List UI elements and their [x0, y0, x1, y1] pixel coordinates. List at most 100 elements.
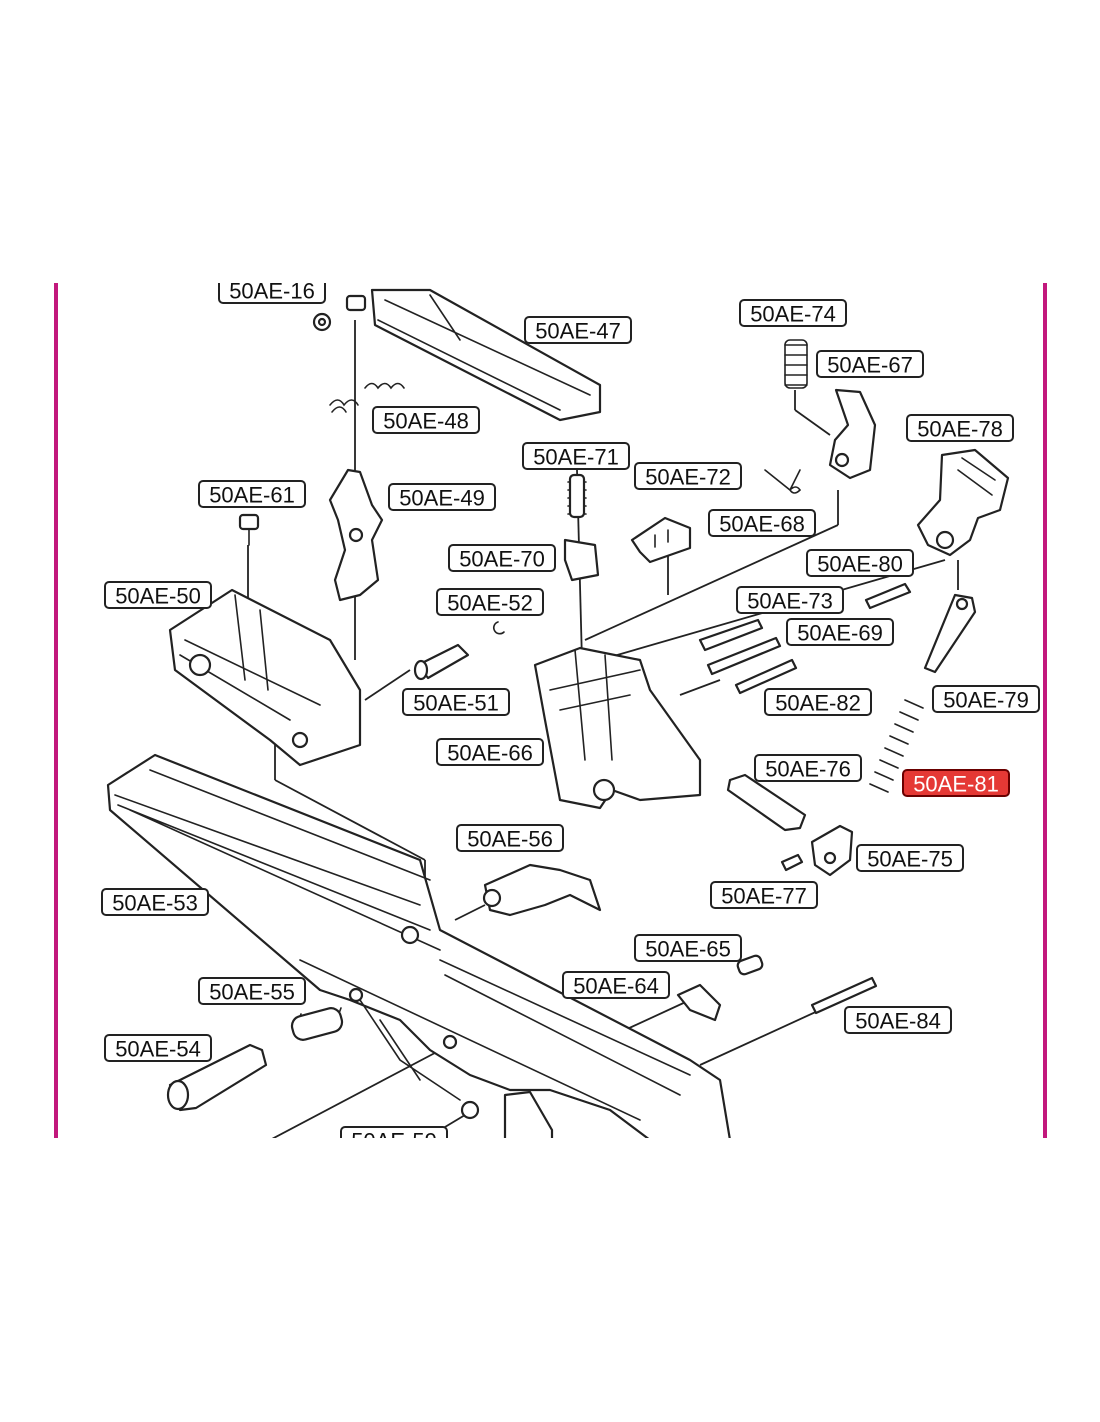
label-50ae-65: 50AE-65 — [634, 934, 742, 962]
part-50AE-53-frame — [106, 753, 731, 1138]
part-50AE-72-plate — [630, 516, 692, 564]
label-50ae-74: 50AE-74 — [739, 299, 847, 327]
part-50AE-75-77-catch — [780, 824, 854, 877]
label-text: 50AE-84 — [855, 1009, 941, 1034]
part-50AE-48-springs — [329, 382, 405, 413]
label-50ae-70: 50AE-70 — [448, 544, 556, 572]
label-text: 50AE-54 — [115, 1037, 201, 1062]
label-text: 50AE-77 — [721, 884, 807, 909]
part-50AE-65-screw — [736, 954, 764, 976]
label-text: 50AE-78 — [917, 417, 1003, 442]
part-50AE-51-pin — [413, 643, 470, 681]
label-box — [806, 549, 914, 577]
label-box — [104, 1034, 212, 1062]
label-box — [856, 844, 964, 872]
label-box — [436, 588, 544, 616]
label-50ae-51: 50AE-51 — [402, 688, 510, 716]
label-50ae-48: 50AE-48 — [372, 406, 480, 434]
label-box — [402, 688, 510, 716]
label-text: 50AE-53 — [112, 891, 198, 916]
part-50AE-70-block — [563, 538, 600, 582]
label-text: 50AE-56 — [467, 827, 553, 852]
label-box — [522, 442, 630, 470]
label-text: 50AE-16 — [229, 279, 315, 304]
label-text: 50AE-72 — [645, 465, 731, 490]
label-box — [708, 509, 816, 537]
label-box — [736, 586, 844, 614]
part-50AE-66-hammer-housing — [533, 646, 702, 810]
label-box — [448, 544, 556, 572]
part-50AE-50-trigger-housing — [168, 588, 362, 767]
label-box — [340, 1126, 448, 1138]
label-text: 50AE-50 — [115, 584, 201, 609]
label-box — [786, 618, 894, 646]
label-50ae-54: 50AE-54 — [104, 1034, 212, 1062]
label-box — [456, 824, 564, 852]
label-text: 50AE-75 — [867, 847, 953, 872]
label-text: 50AE-82 — [775, 691, 861, 716]
label-50ae-50: 50AE-50 — [104, 581, 212, 609]
part-50AE-73-69-82-pins — [698, 618, 798, 695]
part-50AE-74-spring — [784, 339, 808, 389]
label-box — [906, 414, 1014, 442]
label-50ae-75: 50AE-75 — [856, 844, 964, 872]
label-text: 50AE-71 — [533, 445, 619, 470]
label-box — [372, 406, 480, 434]
part-50AE-84-pin — [810, 976, 878, 1015]
label-box — [816, 350, 924, 378]
label-box — [634, 934, 742, 962]
part-50AE-55-spring — [290, 1007, 344, 1041]
label-text: 50AE-49 — [399, 486, 485, 511]
label-50ae-16: 50AE-16 — [218, 279, 326, 304]
label-box — [902, 769, 1010, 797]
part-50AE-47-slide-cover — [370, 288, 602, 422]
part-50AE-79-strut — [923, 593, 977, 674]
label-text: 50AE-55 — [209, 980, 295, 1005]
label-box — [932, 685, 1040, 713]
label-50ae-69: 50AE-69 — [786, 618, 894, 646]
label-text: 50AE-66 — [447, 741, 533, 766]
part-50AE-81-hammer-spring — [869, 699, 924, 793]
part-50AE-71-spring — [567, 473, 587, 519]
label-text: 50AE-69 — [797, 621, 883, 646]
label-50ae-53: 50AE-53 — [101, 888, 209, 916]
label-50ae-47: 50AE-47 — [524, 316, 632, 344]
part-50AE-52-clip — [492, 621, 505, 635]
part-50AE-68-torsion-spring — [764, 469, 802, 494]
label-text: 50AE-80 — [817, 552, 903, 577]
label-50ae-76: 50AE-76 — [754, 754, 862, 782]
label-text: 50AE-48 — [383, 409, 469, 434]
label-box — [739, 299, 847, 327]
label-50ae-81: 50AE-81 — [902, 769, 1010, 797]
part-50AE-64-bushing — [676, 983, 722, 1022]
part-50AE-78-hammer — [916, 448, 1010, 557]
label-box — [764, 688, 872, 716]
label-50ae-78: 50AE-78 — [906, 414, 1014, 442]
label-50ae-59: 50AE-59 — [340, 1126, 448, 1138]
label-50ae-67: 50AE-67 — [816, 350, 924, 378]
label-text: 50AE-67 — [827, 353, 913, 378]
label-text: 50AE-65 — [645, 937, 731, 962]
label-50ae-66: 50AE-66 — [436, 738, 544, 766]
label-text: 50AE-74 — [750, 302, 836, 327]
label-text: 50AE-73 — [747, 589, 833, 614]
label-box — [524, 316, 632, 344]
label-text: 50AE-68 — [719, 512, 805, 537]
label-50ae-49: 50AE-49 — [388, 483, 496, 511]
label-50ae-68: 50AE-68 — [708, 509, 816, 537]
label-box — [104, 581, 212, 609]
label-box — [218, 283, 326, 304]
label-text: 50AE-51 — [413, 691, 499, 716]
label-50ae-80: 50AE-80 — [806, 549, 914, 577]
label-50ae-61: 50AE-61 — [198, 480, 306, 508]
label-50ae-72: 50AE-72 — [634, 462, 742, 490]
label-text: 50AE-47 — [535, 319, 621, 344]
part-50AE-56-lever — [482, 863, 602, 917]
label-text: 50AE-52 — [447, 591, 533, 616]
label-box — [101, 888, 209, 916]
label-50ae-82: 50AE-82 — [764, 688, 872, 716]
label-box — [754, 754, 862, 782]
label-box — [562, 971, 670, 999]
